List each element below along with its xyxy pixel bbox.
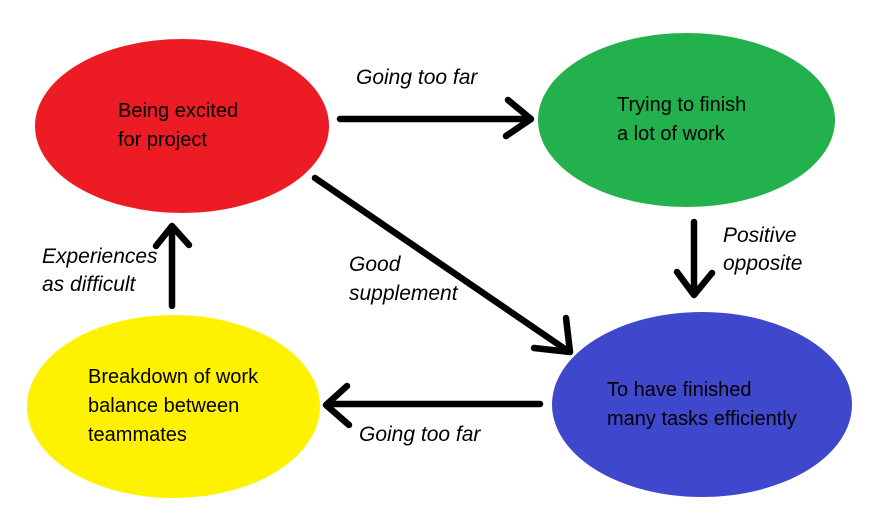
node-label-line: teammates (88, 424, 187, 446)
node-label: Trying to finish a lot of work (617, 91, 746, 149)
edge-label-line: supplement (349, 282, 458, 305)
arrow-excited-to-finished-head (530, 314, 574, 356)
node-label-line: To have finished (607, 378, 752, 401)
node-label-line: many tasks efficiently (607, 407, 797, 430)
arrow-finished-to-breakdown-head (322, 382, 353, 429)
node-being-excited: Being excited for project (35, 39, 329, 213)
node-trying-to-finish: Trying to finish a lot of work (538, 33, 835, 207)
node-label: Breakdown of work balance between teamma… (88, 363, 258, 450)
edge-label-line: Going too far (356, 66, 478, 89)
node-label-line: for project (118, 129, 207, 151)
node-label-line: Being excited (118, 100, 239, 122)
edge-label-positive-opposite: Positive opposite (723, 222, 802, 278)
edge-label-going-too-far-bottom: Going too far (359, 421, 480, 449)
edge-label-going-too-far-top: Going too far (356, 64, 477, 92)
node-label-line: balance between (88, 395, 240, 417)
arrow-breakdown-to-excited-head (152, 222, 193, 250)
edge-label-line: opposite (723, 252, 803, 275)
node-label-line: Trying to finish (617, 94, 747, 116)
arrow-trying-to-finished-head (673, 268, 716, 299)
edge-label-line: Positive (723, 224, 797, 247)
edge-label-line: as difficult (42, 273, 136, 296)
edge-label-line: Experiences (42, 245, 158, 268)
edge-label-good-supplement: Good supplement (349, 250, 458, 308)
node-finished-many-tasks: To have finished many tasks efficiently (552, 312, 852, 497)
node-label-line: a lot of work (617, 123, 725, 145)
edge-label-line: Good (349, 253, 401, 276)
node-label-line: Breakdown of work (88, 366, 259, 388)
arrow-excited-to-trying-head (502, 96, 535, 140)
node-work-breakdown: Breakdown of work balance between teamma… (27, 315, 320, 498)
node-label: Being excited for project (118, 97, 238, 155)
edge-label-line: Going too far (359, 423, 481, 446)
edge-label-experiences-as-difficult: Experiences as difficult (42, 243, 158, 299)
node-label: To have finished many tasks efficiently (607, 376, 797, 434)
